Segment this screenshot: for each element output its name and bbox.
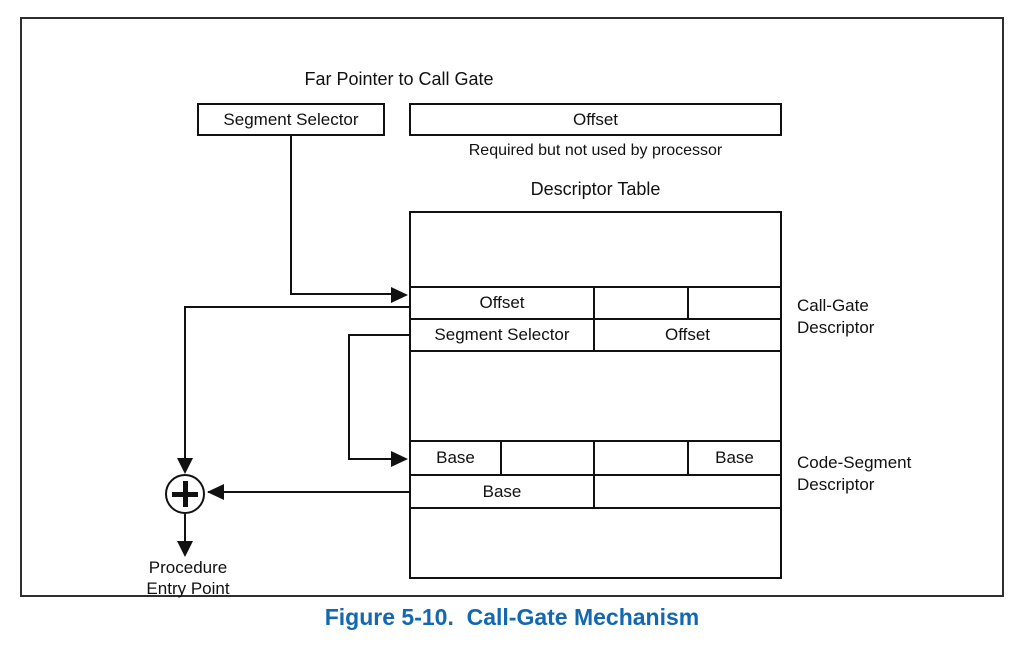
- offset-to-adder-line-vertical: [184, 306, 186, 458]
- segment-selector-box-label: Segment Selector: [223, 109, 359, 129]
- code-segment-empty-cell-1: [502, 442, 595, 474]
- selector-to-gate-line-vertical: [290, 136, 292, 295]
- offset-note: Required but not used by processor: [468, 142, 723, 159]
- arrowhead-down-icon: [177, 458, 193, 474]
- procedure-entry-point-label: Procedure Entry Point: [115, 557, 261, 599]
- offset-box-label: Offset: [572, 109, 619, 129]
- call-gate-segment-selector-cell: Segment Selector: [411, 320, 595, 350]
- call-gate-descriptor-row-low: Segment Selector Offset: [411, 320, 780, 352]
- call-gate-empty-cell-2: [689, 288, 780, 318]
- code-segment-descriptor-row-high: Base Base: [411, 440, 780, 476]
- far-pointer-title: Far Pointer to Call Gate: [304, 69, 494, 89]
- call-gate-offset-low-cell: Offset: [664, 325, 711, 344]
- base-to-adder-line: [208, 491, 409, 493]
- code-segment-descriptor-label-line2: Descriptor: [797, 475, 875, 494]
- code-segment-empty-cell-2: [595, 442, 689, 474]
- arrowhead-left-icon: [207, 484, 224, 500]
- code-segment-base-right-cell: Base: [715, 448, 754, 467]
- descriptor-table-title: Descriptor Table: [530, 179, 661, 199]
- segment-selector-box: Segment Selector: [197, 103, 385, 136]
- gate-selector-line-vertical: [348, 334, 350, 460]
- selector-to-gate-line-horizontal: [290, 293, 392, 295]
- gate-selector-line-top: [348, 334, 409, 336]
- call-gate-empty-cell-1: [595, 288, 689, 318]
- descriptor-table: Offset Segment Selector Offset Base Base…: [409, 211, 782, 579]
- code-segment-descriptor-label-line1: Code-Segment: [797, 453, 912, 472]
- call-gate-descriptor-label-line2: Descriptor: [797, 318, 875, 337]
- code-segment-descriptor-label: Code-Segment Descriptor: [797, 452, 911, 496]
- code-segment-base-left-cell: Base: [411, 442, 502, 474]
- figure-frame: Far Pointer to Call Gate Segment Selecto…: [20, 17, 1004, 599]
- call-gate-descriptor-label: Call-Gate Descriptor: [797, 295, 874, 339]
- arrowhead-right-icon: [391, 287, 408, 303]
- offset-to-adder-line-horizontal: [184, 306, 409, 308]
- plus-icon: [183, 481, 188, 507]
- gate-selector-line-bottom: [348, 458, 392, 460]
- procedure-entry-point-line2: Entry Point: [146, 579, 230, 598]
- adder-to-entry-line: [184, 514, 186, 542]
- adder-circle: [165, 474, 205, 514]
- figure-caption: Figure 5-10. Call-Gate Mechanism: [324, 604, 700, 630]
- code-segment-descriptor-row-low: Base: [411, 476, 780, 509]
- call-gate-descriptor-row-high: Offset: [411, 286, 780, 320]
- procedure-entry-point-line1: Procedure: [148, 558, 228, 577]
- arrowhead-down-icon: [177, 541, 193, 557]
- arrowhead-right-icon: [391, 451, 408, 467]
- code-segment-empty-cell-3: [595, 476, 780, 507]
- code-segment-base-bottom-cell: Base: [411, 476, 595, 507]
- offset-box: Offset: [409, 103, 782, 136]
- call-gate-offset-cell: Offset: [411, 288, 595, 318]
- call-gate-descriptor-label-line1: Call-Gate: [797, 296, 869, 315]
